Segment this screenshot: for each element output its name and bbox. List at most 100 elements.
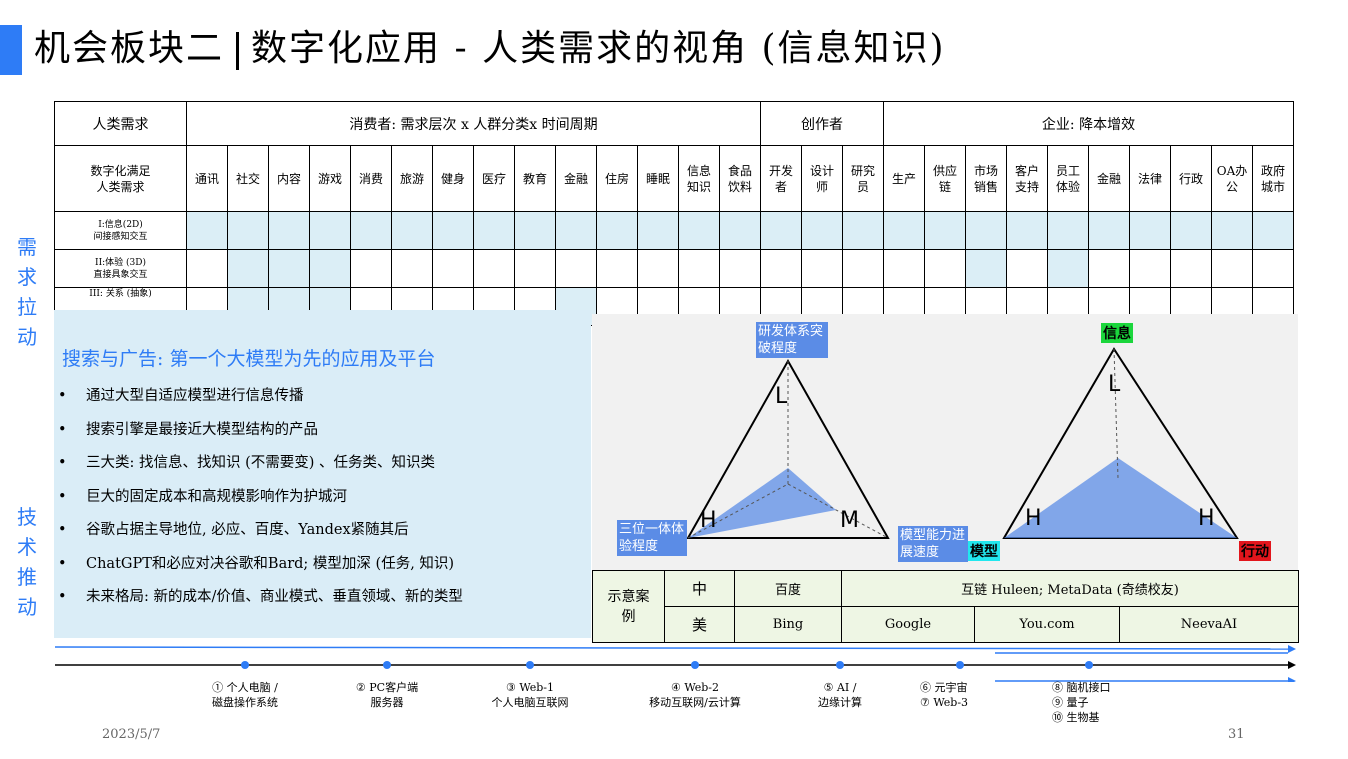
row-header: 数字化满足 人类需求 [54,145,187,212]
timeline-label-line: 移动互联网/云计算 [649,696,741,709]
demand-pull-label: 需求拉动 [17,235,37,349]
bullet-text: 巨大的固定成本和高规模影响作为护城河 [86,488,347,505]
left-right-label: 模型能力进展速度 [898,526,968,562]
matrix-cell [596,249,638,288]
column-header: 消费 [350,145,392,212]
column-header: 信息知识 [678,145,720,212]
title-accent-bar [0,25,22,75]
footer-date: 2023/5/7 [102,727,161,742]
matrix-cell [1129,249,1171,288]
bullet-item: •搜索引擎是最接近大模型结构的产品 [58,421,318,438]
matrix-cell [473,211,515,250]
timeline-label-line: ④ Web-2 [670,681,720,694]
column-header: 通讯 [186,145,228,212]
bullet-item: •三大类: 找信息、找知识 (不需要变) 、任务类、知识类 [58,455,436,471]
matrix-cell [514,249,556,288]
bullet-text: ChatGPT和必应对决谷歌和Bard; 模型加深 (任务, 知识) [86,555,455,572]
column-header: 生产 [883,145,925,212]
bullet-item: •谷歌占据主导地位, 必应、百度、Yandex紧随其后 [58,522,409,538]
matrix-group-row: 人类需求 消费者: 需求层次 x 人群分类x 时间周期 创作者 企业: 降本增效 [54,101,1294,146]
tech-push-label: 技术推动 [17,505,37,619]
example-us-3: NeevaAI [1119,606,1299,643]
bullet-item: •通过大型自适应模型进行信息传播 [58,388,304,404]
matrix-cell [227,249,269,288]
column-header: 开发者 [760,145,802,212]
examples-label: 示意案例 [592,570,665,643]
bullet-text: 搜索引擎是最接近大模型结构的产品 [86,421,318,438]
panel-title: 搜索与广告: 第一个大模型为先的应用及平台 [62,348,436,370]
matrix-cell [719,211,761,250]
right-letter-l: L [1108,372,1121,397]
group-enterprise: 企业: 降本增效 [883,101,1294,146]
matrix-cell [965,249,1007,288]
right-letter-h1: H [1025,506,1042,531]
timeline-label-line: ③ Web-1 [505,681,555,694]
timeline-label: ① 个人电脑 / 磁盘操作系统 [195,680,295,710]
timeline-label-line: 磁盘操作系统 [212,696,278,709]
matrix-cell [432,211,474,250]
column-header: 教育 [514,145,556,212]
timeline-label-line: ⑦ Web-3 [920,696,969,709]
left-letter-m: M [840,508,859,533]
matrix-cell [309,211,351,250]
column-header: 食品饮料 [719,145,761,212]
matrix-cell [350,211,392,250]
matrix-cell [1170,211,1212,250]
column-header: 医疗 [473,145,515,212]
matrix-cell [391,249,433,288]
left-triangle-fill [688,468,836,538]
timeline-arrow-blue-1 [1288,645,1296,653]
example-us-2: You.com [974,606,1120,643]
matrix-cell [678,211,720,250]
matrix-cell [760,211,802,250]
matrix-cell [924,211,966,250]
group-consumer: 消费者: 需求层次 x 人群分类x 时间周期 [186,101,761,146]
group-need: 人类需求 [54,101,187,146]
column-header: 研究员 [842,145,884,212]
timeline-label-line: ⑥ 元宇宙 [920,681,968,694]
timeline-blue-line-1 [54,646,1289,650]
example-us-1: Google [841,606,975,643]
example-us-0: Bing [734,606,842,643]
matrix-cell [309,249,351,288]
bullet-text: 谷歌占据主导地位, 必应、百度、Yandex紧随其后 [86,522,409,538]
title-left: 机会板块二 [34,28,225,69]
timeline-dot [836,661,844,669]
matrix-cell [842,211,884,250]
triangle-diagrams [686,347,1239,539]
matrix-cell [1047,211,1089,250]
column-header: 金融 [555,145,597,212]
matrix-cell [1006,211,1048,250]
timeline [54,645,1296,682]
left-letter-h: H [700,508,717,533]
needs-matrix: 人类需求 消费者: 需求层次 x 人群分类x 时间周期 创作者 企业: 降本增效… [54,101,1294,326]
timeline-dot [956,661,964,669]
matrix-cell [1170,249,1212,288]
timeline-label-line: ② PC客户端 [355,681,419,694]
right-top-label: 信息 [1101,323,1133,343]
right-left-label: 模型 [968,541,1000,561]
matrix-cell [555,249,597,288]
region-us: 美 [664,606,735,643]
matrix-cell [186,211,228,250]
title-separator [236,32,240,70]
matrix-cell [1006,249,1048,288]
matrix-cell [227,211,269,250]
matrix-cell [432,249,474,288]
examples-label-text: 示意案例 [607,588,650,625]
matrix-cell [555,211,597,250]
bullet-item: •ChatGPT和必应对决谷歌和Bard; 模型加深 (任务, 知识) [58,555,455,572]
bullet-text: 通过大型自适应模型进行信息传播 [86,388,304,404]
right-triangle-fill [1004,458,1237,538]
left-triangle [686,358,890,539]
timeline-label-line: ⑤ AI / [823,681,857,694]
left-axis-right [787,483,889,539]
left-top-label: 研发体系突破程度 [756,322,828,358]
panel-bullets: •通过大型自适应模型进行信息传播 •搜索引擎是最接近大模型结构的产品 •三大类:… [58,382,463,617]
column-header: OA办公 [1211,145,1253,212]
matrix-cell [1129,211,1171,250]
matrix-cell [719,249,761,288]
timeline-dot [241,661,249,669]
timeline-label-line: ① 个人电脑 / [212,681,278,694]
title-right: 数字化应用 - 人类需求的视角 (信息知识) [251,28,946,69]
